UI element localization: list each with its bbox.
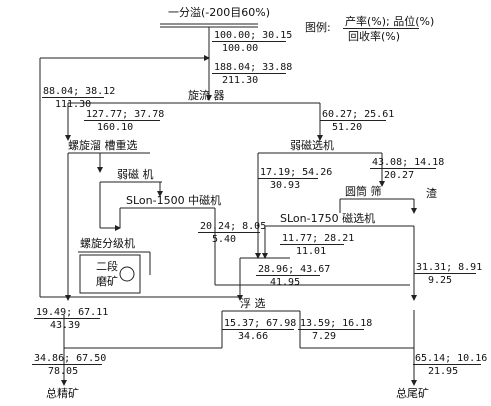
total-tail-divider (413, 364, 481, 365)
total-conc-label: 总精矿 (46, 387, 79, 400)
total-conc-label-a: 34.86; 67.50 (34, 353, 107, 364)
legend-line1: 产率(%); 品位(%) (345, 15, 435, 28)
cyc-feed-label-b: 211.30 (222, 75, 259, 86)
legend-prefix: 图例: (305, 21, 331, 34)
drum-screen-label: 圆筒 筛 (345, 185, 382, 198)
wm2-tail-label-a: 43.08; 14.18 (372, 157, 445, 168)
feed-label-a: 100.00; 30.15 (214, 30, 293, 41)
overflow-label-b: 111.30 (55, 99, 92, 110)
cyc-over-label-b: 51.20 (332, 122, 363, 133)
cyc-over-label-a: 60.27; 25.61 (322, 109, 395, 120)
total-tail-label: 总尾矿 (396, 387, 429, 400)
regrind-label-2: 磨矿 (96, 275, 118, 288)
slon1750-label-b: 11.01 (296, 246, 327, 257)
wm2-label-b: 30.93 (270, 180, 301, 191)
legend-line2: 回收率(%) (348, 30, 401, 43)
spiral-conc-divider (34, 318, 100, 319)
spiral-chute-label: 螺旋溜 槽重选 (68, 139, 138, 152)
overflow-label-a: 88.04; 38.12 (43, 86, 116, 97)
cyc-under-divider (84, 120, 160, 121)
flotation-label: 浮 选 (240, 297, 266, 310)
wm2-label-a: 17.19; 54.26 (260, 167, 333, 178)
flot-feed-label-b: 41.95 (270, 277, 301, 288)
slon1750-tail-label-a: 31.31; 8.91 (416, 262, 483, 273)
regrind-box (79, 254, 141, 294)
legend-divider (343, 28, 419, 29)
slag-label: 渣 (426, 187, 437, 200)
flot-feed-divider (256, 275, 320, 276)
slon1750-divider (280, 244, 344, 245)
flot-tail-label-b: 7.29 (312, 331, 337, 342)
total-conc-label-b: 78.05 (48, 366, 79, 377)
slon1500-label-a: 20.24; 8.05 (200, 221, 267, 232)
cyc-feed-divider (212, 73, 286, 74)
mill-icon (119, 266, 135, 282)
weak-mag-2-label: 弱磁选机 (290, 139, 334, 152)
slon1750-label: SLon-1750 磁选机 (280, 212, 376, 225)
spiral-classifier-label: 螺旋分级机 (80, 237, 135, 250)
spiral-conc-label-a: 19.49; 67.11 (36, 307, 109, 318)
slon1500-divider (198, 232, 260, 233)
flot-tail-label-a: 13.59; 16.18 (300, 318, 373, 329)
feed-divider (212, 41, 286, 42)
weak-mag-1-label: 弱磁 机 (117, 168, 154, 181)
cyc-under-label-a: 127.77; 37.78 (86, 109, 165, 120)
cyc-under-label-b: 160.10 (97, 122, 134, 133)
wm2-tail-label-b: 20.27 (384, 170, 415, 181)
slon1750-tail-label-b: 9.25 (428, 275, 453, 286)
total-tail-label-b: 21.95 (428, 366, 459, 377)
regrind-label-1: 二段 (96, 260, 118, 273)
slon1750-label-a: 11.77; 28.21 (282, 233, 355, 244)
cyclone-label: 旋流 器 (188, 89, 225, 102)
flot-conc-label-b: 34.66 (238, 331, 269, 342)
spiral-conc-label-b: 43.39 (50, 320, 81, 331)
flot-conc-divider (222, 329, 294, 330)
wm2-tail-divider (370, 168, 436, 169)
flot-conc-label-a: 15.37; 67.98 (224, 318, 297, 329)
wm2-divider (258, 178, 318, 179)
diagram-title: 一分溢(-200目60%) (168, 6, 270, 19)
flot-tail-divider (298, 329, 364, 330)
slon1750-tail-divider (414, 273, 476, 274)
total-conc-divider (32, 364, 102, 365)
flot-feed-label-a: 28.96; 43.67 (258, 264, 331, 275)
cyc-over-divider (320, 120, 386, 121)
total-tail-label-a: 65.14; 10.16 (415, 353, 488, 364)
cyc-feed-label-a: 188.04; 33.88 (214, 62, 293, 73)
slon1500-label-b: 5.40 (212, 234, 237, 245)
feed-label-b: 100.00 (222, 43, 259, 54)
overflow-divider (42, 97, 104, 98)
slon1500-label: SLon-1500 中磁机 (126, 194, 222, 207)
